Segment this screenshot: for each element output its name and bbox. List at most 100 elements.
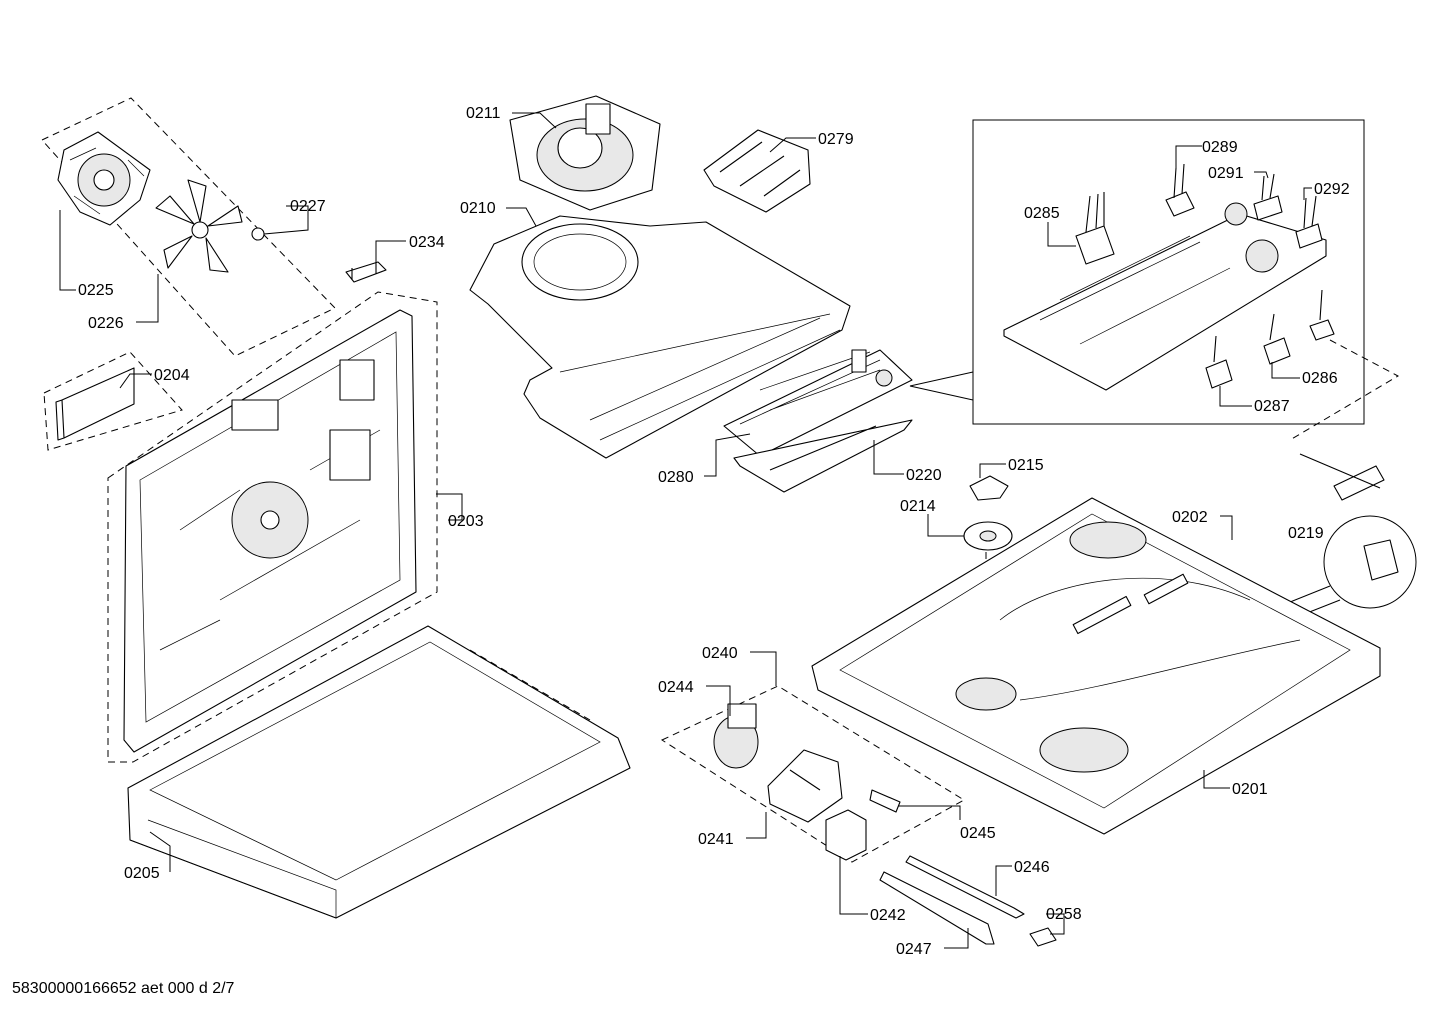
label-0215: 0215 bbox=[1008, 457, 1044, 474]
cover-plate-part bbox=[55, 367, 135, 441]
heater-rod-0247-part bbox=[879, 871, 995, 945]
callout-0280: 0280 bbox=[658, 433, 751, 486]
callout-0225: 0225 bbox=[59, 210, 114, 299]
callout-0202: 0202 bbox=[1172, 509, 1233, 540]
callout-0204: 0204 bbox=[119, 367, 190, 389]
label-0226: 0226 bbox=[88, 315, 124, 332]
label-0245: 0245 bbox=[960, 825, 996, 842]
label-0225: 0225 bbox=[78, 282, 114, 299]
label-0219: 0219 bbox=[1288, 525, 1324, 542]
callout-0279: 0279 bbox=[769, 131, 854, 153]
label-0240: 0240 bbox=[702, 645, 738, 662]
callout-0214: 0214 bbox=[900, 498, 964, 537]
callout-0210: 0210 bbox=[460, 200, 537, 227]
document-code: 58300000166652 aet 000 d 2/7 bbox=[12, 980, 235, 997]
callout-0241: 0241 bbox=[698, 812, 767, 848]
timer-motor-part bbox=[713, 703, 759, 769]
fan-nut-part bbox=[251, 227, 265, 241]
callout-0234: 0234 bbox=[375, 234, 445, 262]
label-0279: 0279 bbox=[818, 131, 854, 148]
label-0203: 0203 bbox=[448, 513, 484, 530]
label-0280: 0280 bbox=[658, 469, 694, 486]
control-board-part bbox=[723, 349, 913, 457]
callout-0203: 0203 bbox=[436, 493, 484, 530]
label-0214: 0214 bbox=[900, 498, 936, 515]
callout-0247: 0247 bbox=[896, 928, 969, 958]
connector-0289-part bbox=[1165, 163, 1195, 217]
label-0205: 0205 bbox=[124, 865, 160, 882]
cable-dash-line bbox=[1289, 339, 1400, 441]
callout-0226: 0226 bbox=[88, 274, 159, 332]
board-bracket-part bbox=[733, 419, 913, 493]
label-0234: 0234 bbox=[409, 234, 445, 251]
callout-0289: 0289 bbox=[1175, 139, 1238, 168]
callout-0258: 0258 bbox=[1046, 906, 1082, 935]
label-0242: 0242 bbox=[870, 907, 906, 924]
callout-0245: 0245 bbox=[898, 805, 996, 842]
label-0285: 0285 bbox=[1024, 205, 1060, 222]
callout-0215: 0215 bbox=[979, 457, 1044, 478]
detail-board-part bbox=[1003, 202, 1327, 391]
probe-part bbox=[1299, 453, 1385, 501]
callout-0227: 0227 bbox=[263, 198, 326, 235]
label-0210: 0210 bbox=[460, 200, 496, 217]
base-tray-part bbox=[811, 497, 1381, 835]
sensor-disc-part bbox=[963, 521, 1013, 551]
detail-inset-frame bbox=[972, 119, 1365, 425]
callout-0240: 0240 bbox=[702, 645, 777, 686]
callout-0291: 0291 bbox=[1208, 165, 1269, 182]
label-0246: 0246 bbox=[1014, 859, 1050, 876]
fan-motor-part bbox=[57, 131, 151, 226]
callout-0242: 0242 bbox=[839, 856, 906, 924]
detail-inset-pointer bbox=[909, 371, 974, 401]
group-box-back-panel bbox=[107, 291, 438, 763]
label-0286: 0286 bbox=[1302, 370, 1338, 387]
label-0202: 0202 bbox=[1172, 509, 1208, 526]
connector-0286-part bbox=[1263, 313, 1291, 365]
label-0291: 0291 bbox=[1208, 165, 1244, 182]
callout-0292: 0292 bbox=[1303, 181, 1350, 200]
group-box-cover bbox=[43, 351, 183, 451]
label-0220: 0220 bbox=[906, 467, 942, 484]
callout-0286: 0286 bbox=[1271, 362, 1338, 387]
callout-0219: 0219 bbox=[1288, 525, 1324, 542]
label-0241: 0241 bbox=[698, 831, 734, 848]
label-0292: 0292 bbox=[1314, 181, 1350, 198]
callout-0285: 0285 bbox=[1024, 205, 1076, 247]
bracket-part bbox=[345, 261, 387, 283]
label-0227: 0227 bbox=[290, 198, 326, 215]
connector-0285-part bbox=[1075, 192, 1115, 265]
label-0211: 0211 bbox=[466, 105, 501, 122]
callout-0220: 0220 bbox=[873, 440, 942, 484]
callout-0211: 0211 bbox=[466, 105, 557, 129]
selector-switch-part bbox=[767, 749, 843, 823]
label-0247: 0247 bbox=[896, 941, 932, 958]
label-0201: 0201 bbox=[1232, 781, 1268, 798]
sensor-bracket-part bbox=[969, 475, 1009, 501]
callout-0246: 0246 bbox=[995, 859, 1050, 896]
front-frame-part bbox=[127, 625, 631, 919]
label-0287: 0287 bbox=[1254, 398, 1290, 415]
connector-0287-part bbox=[1205, 335, 1233, 389]
fan-blade-part bbox=[155, 179, 243, 273]
relay-block-part bbox=[825, 809, 867, 861]
label-0244: 0244 bbox=[658, 679, 694, 696]
cable-plug-part bbox=[1309, 289, 1335, 341]
relay-holder-part bbox=[703, 129, 811, 213]
callout-0201: 0201 bbox=[1203, 770, 1268, 798]
connector-0291-part bbox=[1253, 173, 1283, 221]
callout-0244: 0244 bbox=[658, 679, 731, 716]
sensor-plug-part bbox=[869, 789, 901, 813]
label-0204: 0204 bbox=[154, 367, 190, 384]
group-box-fan-motor bbox=[41, 97, 336, 357]
back-panel-part bbox=[123, 309, 417, 753]
connector-0292-part bbox=[1295, 195, 1323, 249]
blower-fan-part bbox=[509, 95, 661, 211]
heater-rod-0246-part bbox=[905, 855, 1025, 919]
callout-0287: 0287 bbox=[1219, 386, 1290, 415]
air-duct-part bbox=[469, 215, 851, 459]
label-0258: 0258 bbox=[1046, 906, 1082, 923]
callout-0205: 0205 bbox=[124, 831, 171, 882]
clip-0258-part bbox=[1029, 927, 1057, 947]
